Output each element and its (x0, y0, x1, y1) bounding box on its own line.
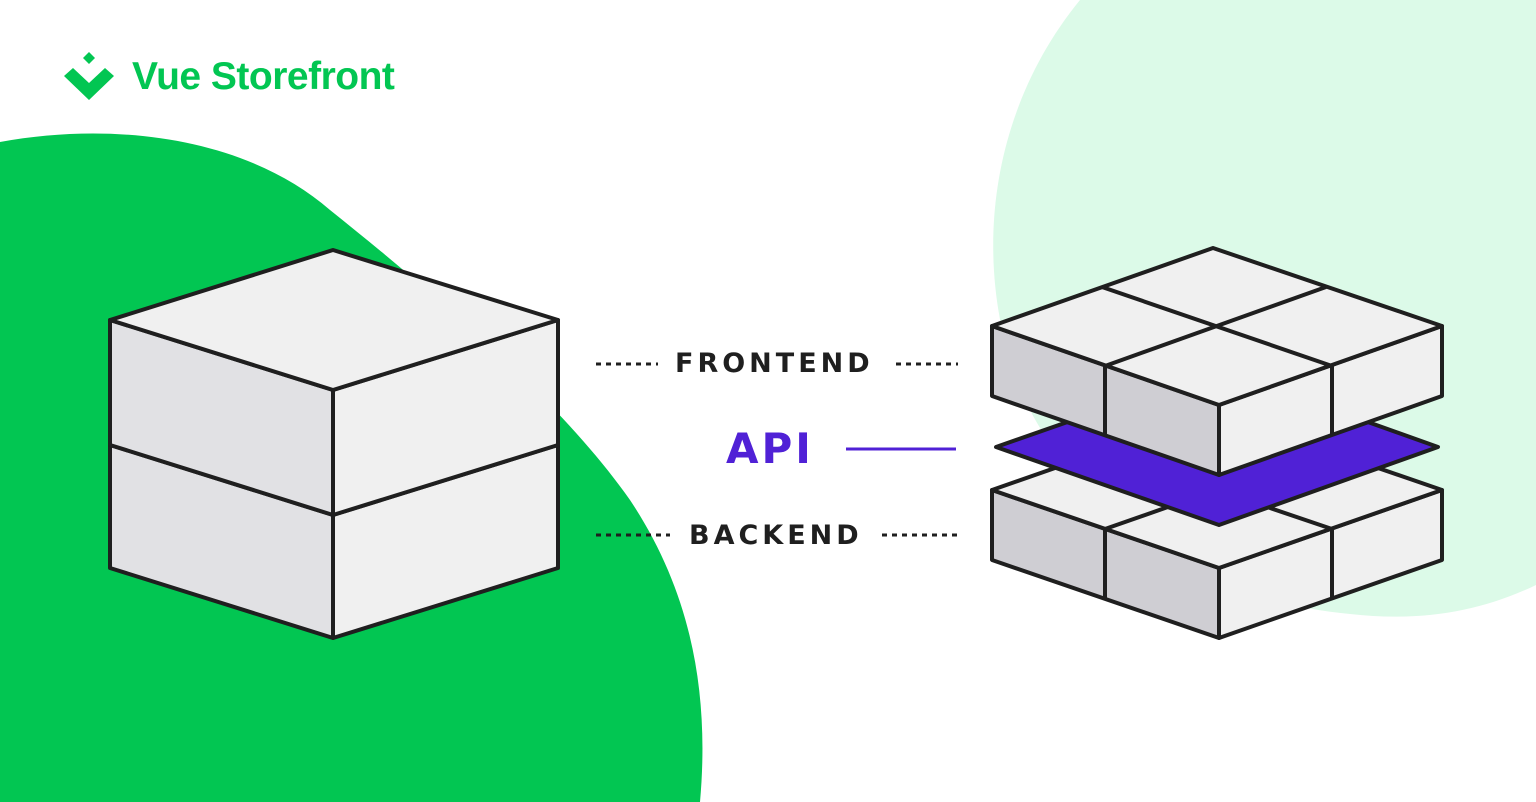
api-label: API (726, 424, 814, 473)
brand-logo: Vue Storefront (62, 50, 395, 102)
backend-label: BACKEND (689, 520, 863, 551)
vue-storefront-logo-icon (64, 52, 114, 100)
frontend-label: FRONTEND (675, 348, 874, 379)
monolith-top-block (108, 248, 560, 517)
brand-name: Vue Storefront (132, 54, 395, 98)
frontend-layer (990, 246, 1444, 477)
